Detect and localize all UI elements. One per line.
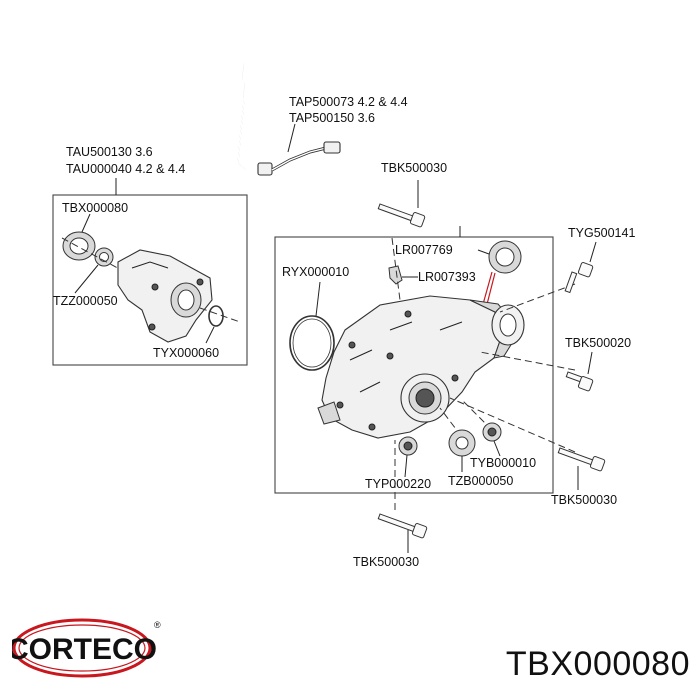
label-tap500150: TAP500150 3.6	[289, 111, 375, 125]
seal-tbx000080	[62, 231, 96, 261]
label-tbk500020: TBK500020	[565, 336, 631, 350]
label-tbx000080: TBX000080	[62, 201, 128, 215]
part-number-title: TBX000080	[505, 645, 690, 683]
left-assembly-box	[52, 194, 248, 366]
label-tbk500030-top: TBK500030	[381, 161, 447, 175]
seal-tyb000010	[482, 422, 502, 442]
bearing-tzz000050	[94, 247, 114, 267]
logo-wordmark: CORTECO	[12, 633, 157, 666]
label-tap500073: TAP500073 4.2 & 4.4	[289, 95, 408, 109]
seal-lr007769	[488, 240, 522, 274]
label-tau500130: TAU500130 3.6	[66, 145, 153, 159]
main-assembly-box	[274, 236, 554, 494]
label-lr007393: LR007393	[418, 270, 476, 284]
label-tyg500141: TYG500141	[568, 226, 635, 240]
label-tyb000010: TYB000010	[470, 456, 536, 470]
breather-pipe	[237, 61, 341, 176]
label-tyx000060: TYX000060	[153, 346, 219, 360]
label-tzb000050: TZB000050	[448, 474, 513, 488]
clip-lr007393	[388, 265, 403, 285]
oring-tyx000060	[208, 305, 224, 327]
label-tbk500030-right: TBK500030	[551, 493, 617, 507]
label-lr007769: LR007769	[395, 243, 453, 257]
bolt-tbk500030-right	[557, 447, 606, 472]
bolt-tyg500141	[564, 262, 594, 294]
bolt-tbk500030-bottom	[377, 513, 428, 539]
differential-housing	[317, 295, 525, 439]
bolt-tbk500020	[565, 371, 594, 392]
bolt-tbk500030-top	[377, 203, 426, 228]
label-tau000040: TAU000040 4.2 & 4.4	[66, 162, 185, 176]
corteco-logo: CORTECO ®	[12, 618, 161, 678]
output-housing	[117, 249, 213, 343]
label-tzz000050: TZZ000050	[53, 294, 118, 308]
label-typ000220: TYP000220	[365, 477, 431, 491]
seal-typ000220	[398, 436, 418, 456]
oring-ryx000010	[289, 315, 335, 371]
label-tbk500030-bottom: TBK500030	[353, 555, 419, 569]
label-ryx000010: RYX000010	[282, 265, 349, 279]
leader-tap	[287, 123, 296, 153]
seal-tzb000050	[448, 429, 476, 457]
registered-mark: ®	[154, 620, 161, 630]
